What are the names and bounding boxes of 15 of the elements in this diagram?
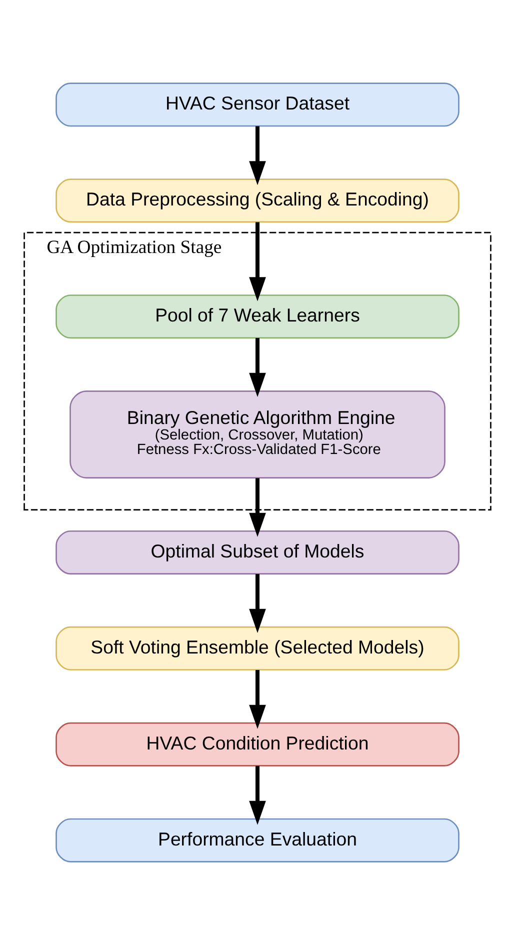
- node-box: Pool of 7 Weak Learners: [56, 294, 460, 338]
- arrow: [249, 670, 266, 728]
- node-box: Data Preprocessing (Scaling & Encoding): [56, 178, 460, 222]
- arrow: [249, 337, 266, 396]
- node-box: Soft Voting Ensemble (Selected Models): [56, 626, 460, 670]
- arrow: [249, 478, 266, 536]
- arrow: [249, 574, 266, 632]
- node-box: Performance Evaluation: [56, 818, 460, 862]
- node-box: Binary Genetic Algorithm Engine (Selection, Crossover, Mutation) Fetness Fx:Cross-Validated F1-Score: [70, 390, 446, 478]
- node-box: Optimal Subset of Models: [56, 530, 460, 574]
- arrow: [249, 765, 266, 824]
- arrow: [249, 222, 266, 301]
- arrow: [249, 126, 266, 185]
- node-box: HVAC Sensor Dataset: [56, 82, 460, 126]
- node-box: HVAC Condition Prediction: [56, 722, 460, 766]
